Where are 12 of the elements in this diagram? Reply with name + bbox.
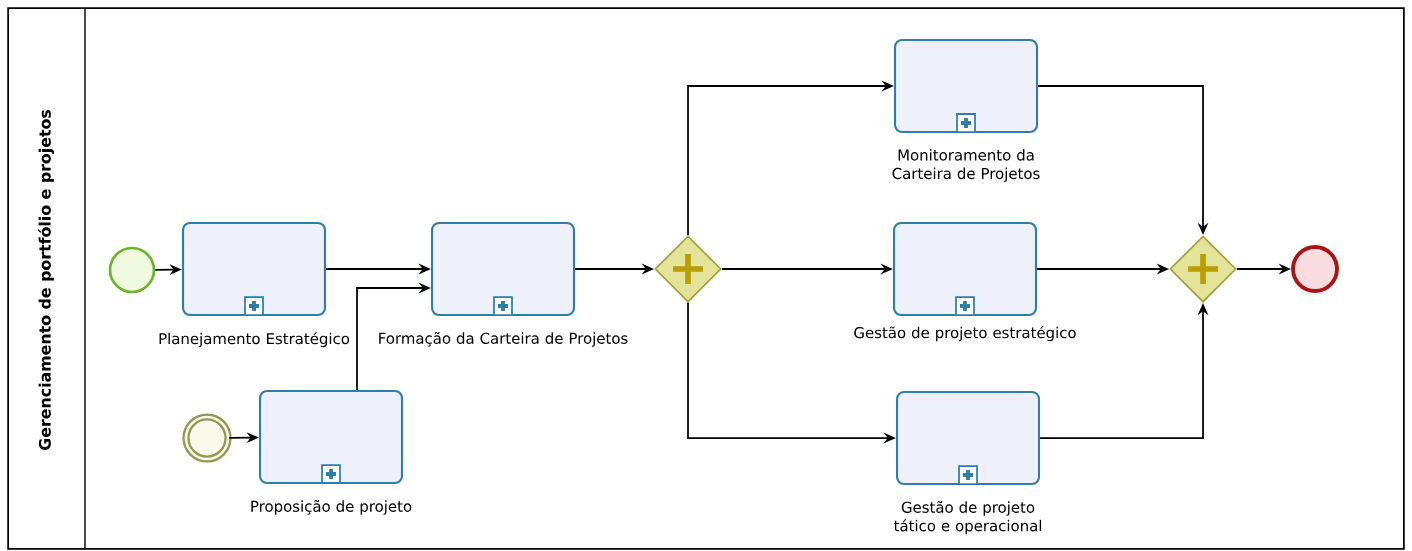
- task-label: Proposição de projeto: [251, 500, 412, 515]
- start-event: [108, 246, 156, 294]
- task-label: Formação da Carteira de Projetos: [379, 332, 628, 347]
- parallel-gateway: [1169, 235, 1237, 303]
- parallel-gateway: [654, 235, 722, 303]
- task-label: Gestão de projeto tático e operacional: [894, 501, 1042, 535]
- end-event: [1291, 245, 1339, 293]
- task-label: Planejamento Estratégico: [159, 332, 350, 348]
- task-label: Gestão de projeto estratégico: [854, 326, 1076, 342]
- lane-title: Gerenciamento de portfólio e projetos: [37, 110, 55, 450]
- intermediate-event: [182, 413, 232, 463]
- task-label: Monitoramento da Carteira de Projetos: [892, 149, 1040, 182]
